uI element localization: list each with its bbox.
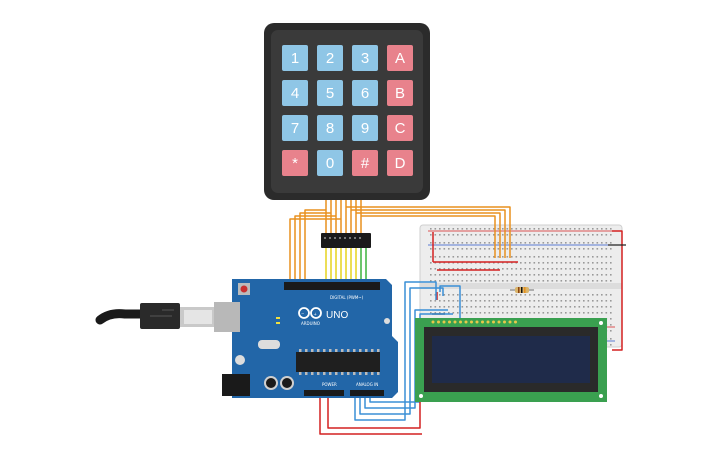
key-3[interactable]: 3 <box>352 45 378 71</box>
key-#[interactable]: # <box>352 150 378 176</box>
lcd-16x2[interactable] <box>415 318 607 402</box>
key-2[interactable]: 2 <box>317 45 343 71</box>
key-1[interactable]: 1 <box>282 45 308 71</box>
key-label: 5 <box>326 85 334 102</box>
key-B[interactable]: B <box>387 80 413 106</box>
arduino-logo: − + <box>298 307 322 319</box>
key-D[interactable]: D <box>387 150 413 176</box>
digital-label: DIGITAL (PWM~) <box>330 295 364 300</box>
key-label: 1 <box>291 50 299 67</box>
key-label: 2 <box>326 50 334 67</box>
key-label: 3 <box>361 50 369 67</box>
usb-port <box>214 302 240 332</box>
analog-label: ANALOG IN <box>356 382 378 387</box>
key-7[interactable]: 7 <box>282 115 308 141</box>
key-4[interactable]: 4 <box>282 80 308 106</box>
svg-text:+: + <box>314 312 317 317</box>
key-label: * <box>292 155 298 172</box>
key-label: A <box>395 50 405 67</box>
key-label: 0 <box>326 155 334 172</box>
mount-hole <box>384 318 390 324</box>
key-label: 9 <box>361 120 369 137</box>
power-header <box>304 390 344 396</box>
key-label: 7 <box>291 120 299 137</box>
key-6[interactable]: 6 <box>352 80 378 106</box>
brand-label: ARDUINO <box>301 321 320 326</box>
digital-header <box>284 282 380 290</box>
power-label: POWER <box>322 382 337 387</box>
key-label: D <box>395 155 406 172</box>
key-5[interactable]: 5 <box>317 80 343 106</box>
analog-header <box>350 390 384 396</box>
resistor[interactable] <box>510 287 534 293</box>
wires <box>289 198 626 435</box>
arduino-uno-board[interactable]: DIGITAL (PWM~) − + ARDUINO UNO POWER ANA… <box>214 279 398 398</box>
key-9[interactable]: 9 <box>352 115 378 141</box>
atmega-chip <box>296 352 380 372</box>
key-label: # <box>361 155 370 172</box>
key-label: C <box>395 120 406 137</box>
key-C[interactable]: C <box>387 115 413 141</box>
pin-header <box>321 233 371 248</box>
power-jack <box>222 374 250 396</box>
key-label: 4 <box>291 85 299 102</box>
lcd-screen <box>432 336 590 383</box>
keypad[interactable]: 1 2 3 A 4 5 6 B 7 8 9 C * 0 # D <box>264 23 430 200</box>
model-label: UNO <box>326 310 348 321</box>
key-*[interactable]: * <box>282 150 308 176</box>
key-label: B <box>395 85 405 102</box>
usb-cable <box>95 303 216 329</box>
key-label: 8 <box>326 120 334 137</box>
key-8[interactable]: 8 <box>317 115 343 141</box>
svg-text:−: − <box>301 311 304 316</box>
key-label: 6 <box>361 85 369 102</box>
key-0[interactable]: 0 <box>317 150 343 176</box>
key-A[interactable]: A <box>387 45 413 71</box>
